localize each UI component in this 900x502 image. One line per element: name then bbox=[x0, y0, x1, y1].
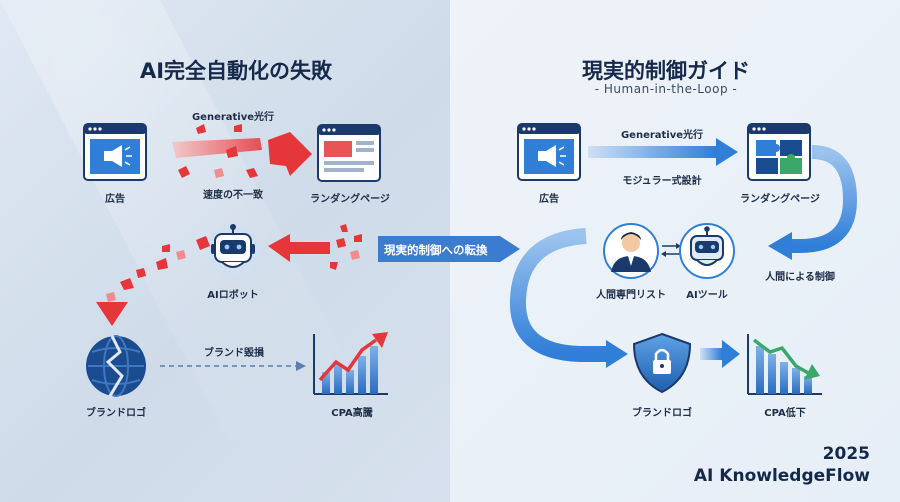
bidirectional-arrow-icon bbox=[661, 243, 681, 257]
right-panel-background bbox=[450, 0, 900, 502]
ai-tool-label: AIツール bbox=[686, 290, 728, 301]
left-ad-label: 広告 bbox=[105, 194, 125, 205]
ad-window-icon-right bbox=[517, 123, 581, 181]
right-flow-top-label: Generative光行 bbox=[620, 130, 704, 141]
brand-damage-arrow bbox=[160, 361, 306, 371]
right-cpa-label: CPA低下 bbox=[764, 408, 806, 419]
broken-arrow-down bbox=[96, 236, 210, 326]
right-flow-mid-label: モジュラー式設計 bbox=[622, 176, 702, 187]
left-cpa-label: CPA高騰 bbox=[331, 408, 373, 419]
ad-window-icon bbox=[83, 123, 147, 181]
left-logo-label: ブランドロゴ bbox=[86, 408, 146, 419]
ai-robot-icon bbox=[207, 224, 259, 276]
right-subtitle: - Human-in-the-Loop - bbox=[594, 82, 738, 96]
cpa-rising-chart-icon bbox=[313, 332, 388, 395]
footer-brand: AI KnowledgeFlow bbox=[693, 466, 870, 486]
transition-banner bbox=[378, 236, 520, 262]
right-landing-label: ランダングページ bbox=[740, 194, 820, 205]
right-ad-label: 広告 bbox=[539, 194, 559, 205]
landing-page-icon bbox=[317, 124, 381, 182]
human-expert-icon bbox=[603, 223, 659, 279]
left-landing-label: ランダングページ bbox=[310, 194, 390, 205]
left-robot-label: AIロボット bbox=[207, 290, 259, 301]
right-logo-label: ブランドロゴ bbox=[632, 408, 692, 419]
flow-s-curve-arrow bbox=[509, 228, 628, 368]
control-label: 人間による制御 bbox=[765, 272, 835, 283]
broken-arrow-middle bbox=[268, 224, 362, 270]
secure-brand-logo-icon bbox=[632, 332, 692, 394]
left-damage-label: ブランド毀損 bbox=[204, 348, 264, 359]
broken-brand-logo-icon bbox=[86, 335, 146, 397]
flow-arrow-bottom bbox=[700, 340, 740, 368]
human-label: 人間専門リスト bbox=[596, 290, 666, 301]
right-title: 現実的制御ガイド bbox=[582, 59, 750, 83]
broken-arrow-top bbox=[172, 124, 312, 178]
left-title: AI完全自動化の失敗 bbox=[139, 59, 333, 83]
left-flow-mid-label: 速度の不一致 bbox=[203, 190, 263, 201]
flow-arrow-top bbox=[588, 138, 738, 166]
footer-year: 2025 bbox=[822, 444, 870, 464]
modular-landing-page-icon bbox=[747, 123, 811, 181]
ai-tool-robot-icon bbox=[679, 223, 735, 279]
left-flow-top-label: Generative光行 bbox=[191, 112, 275, 123]
control-curve-arrow bbox=[768, 145, 858, 260]
cpa-falling-chart-icon bbox=[747, 334, 822, 395]
transition-label: 現実的制御への転換 bbox=[384, 243, 488, 257]
